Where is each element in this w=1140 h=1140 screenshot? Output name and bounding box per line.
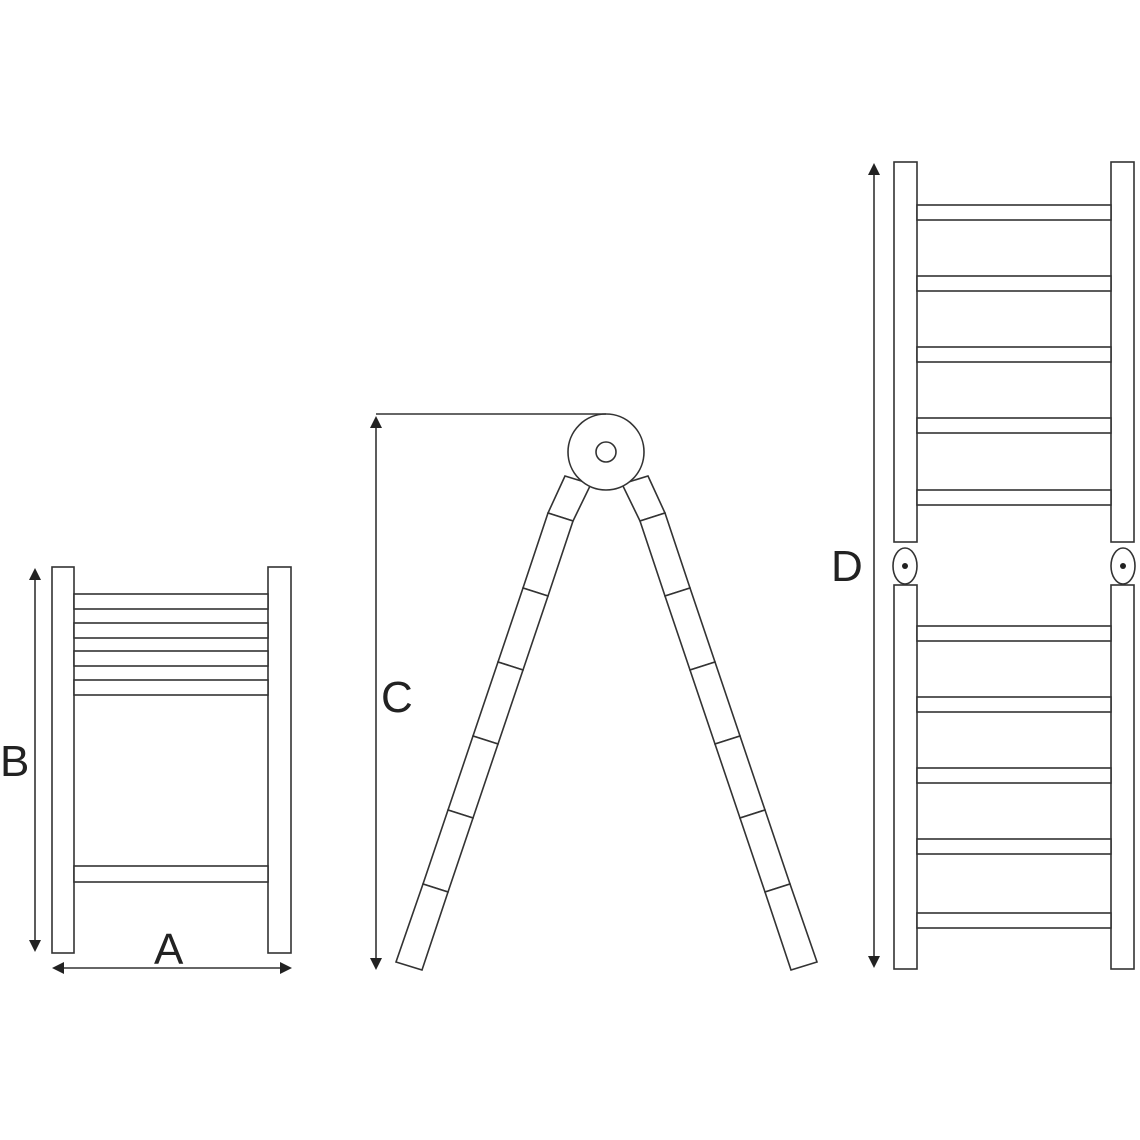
rung [916,489,1112,506]
upper-left-rail [893,161,918,543]
leg-segment [638,511,692,598]
leg-segment [446,734,500,820]
rung [73,650,269,667]
rung [916,838,1112,855]
leg-segment [688,660,742,746]
a-frame-ladder [394,413,819,971]
left-leg [394,475,593,971]
rung [73,622,269,639]
leg-segment [421,808,475,894]
rung [916,346,1112,363]
dimension-c-label: C [381,673,413,722]
leg-segment [763,882,819,971]
extended-ladder [892,161,1136,970]
leg-segment [394,882,450,971]
left-rail [51,566,75,954]
upper-right-rail [1110,161,1135,543]
leg-segment [496,586,550,672]
rung [916,204,1112,221]
right-leg [620,475,819,971]
dimension-d: D [831,163,880,968]
hinge-left-pin [902,563,908,569]
rung [916,767,1112,784]
lower-left-rail [893,584,918,970]
rung [916,912,1112,929]
folded-ladder [51,566,292,954]
rung [73,679,269,696]
rung [916,696,1112,713]
leg-segment [471,660,525,746]
rung [73,865,269,883]
leg-segment [663,586,717,672]
rung [916,417,1112,434]
rung [916,275,1112,292]
dimension-b-label: B [0,737,29,786]
leg-segment [738,808,792,894]
rung [916,625,1112,642]
right-rail [267,566,292,954]
dimension-b: B [0,568,41,952]
lower-right-rail [1110,584,1135,970]
hinge-pin [595,441,617,463]
leg-segment [521,511,575,598]
dimension-d-label: D [831,542,863,591]
dimension-a: A [52,925,292,974]
dimension-c: C [370,413,606,970]
leg-segment [713,734,767,820]
rung [73,593,269,610]
hinge-right-pin [1120,563,1126,569]
dimension-a-label: A [154,925,184,974]
